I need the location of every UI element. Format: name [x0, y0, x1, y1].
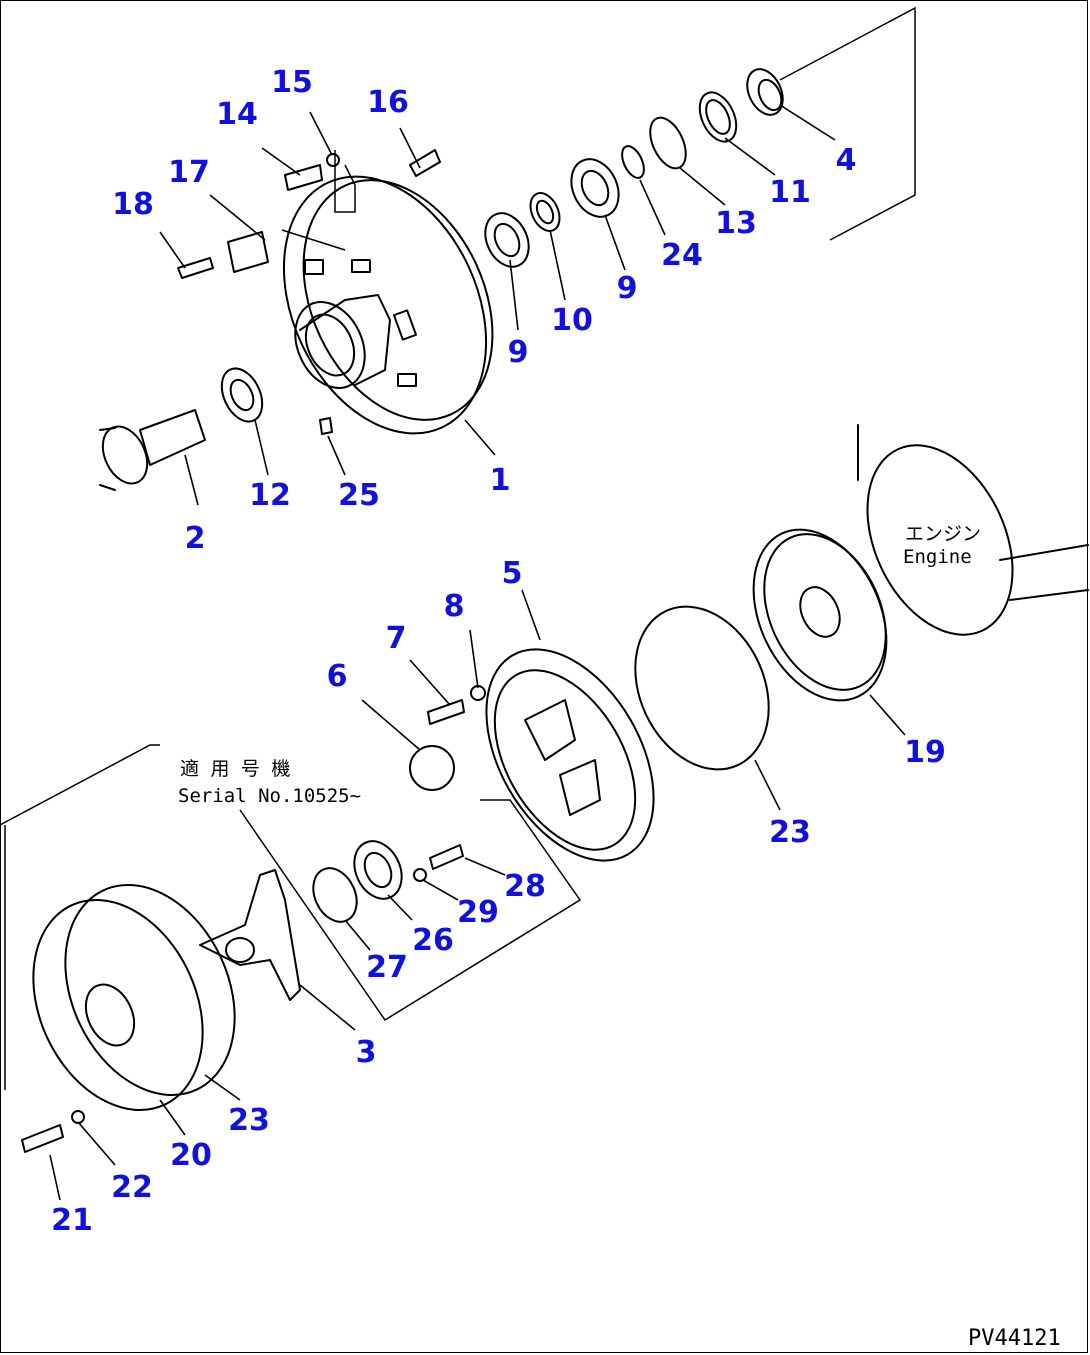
- callout-11: 11: [769, 175, 811, 210]
- serial-group-boundary: [0, 744, 582, 1090]
- callout-17: 17: [168, 155, 210, 190]
- callout-9a: 9: [508, 335, 529, 370]
- callout-7: 7: [386, 621, 407, 656]
- callout-2: 2: [185, 521, 206, 556]
- bearing-seal-parts: [484, 68, 784, 268]
- engine-label-jp: エンジン: [905, 523, 981, 545]
- serial-note-jp: 適 用 号 機: [180, 758, 290, 780]
- pump-housing-drawing: [282, 175, 494, 435]
- callout-14: 14: [216, 97, 258, 132]
- callout-9b: 9: [617, 271, 638, 306]
- callout-24: 24: [661, 238, 703, 273]
- callout-19: 19: [904, 735, 946, 770]
- upper-boundary-lines: [334, 6, 916, 241]
- callout-26: 26: [412, 923, 454, 958]
- callout-numbers: 1 2 3 4 5 6 7 8 9 9 10 11 12 13 14 15 16…: [51, 65, 946, 1238]
- drawing-code: PV44121: [968, 1326, 1061, 1351]
- callout-4: 4: [836, 143, 857, 178]
- callout-5: 5: [502, 556, 523, 591]
- callout-20: 20: [170, 1138, 212, 1173]
- callout-8: 8: [444, 589, 465, 624]
- leader-lines: [49, 104, 906, 1201]
- callout-23a: 23: [769, 815, 811, 850]
- callout-6: 6: [327, 659, 348, 694]
- flywheel-housing-drawing: [409, 648, 655, 862]
- engine-label: Engine: [903, 546, 972, 568]
- serial-note: Serial No.10525~: [178, 785, 361, 807]
- shaft-and-seal: [99, 149, 441, 491]
- callout-23b: 23: [228, 1103, 270, 1138]
- callout-21: 21: [51, 1203, 93, 1238]
- annotations: 適 用 号 機 Serial No.10525~ エンジン Engine PV4…: [178, 523, 1061, 1351]
- callout-29: 29: [457, 895, 499, 930]
- callout-13: 13: [715, 206, 757, 241]
- gasket-and-plate: [634, 424, 1089, 771]
- lower-flywheel-drawing: [21, 840, 464, 1153]
- callout-28: 28: [504, 869, 546, 904]
- callout-1: 1: [490, 463, 511, 498]
- callout-3: 3: [356, 1035, 377, 1070]
- callout-18: 18: [112, 187, 154, 222]
- callout-15: 15: [271, 65, 313, 100]
- callout-10: 10: [551, 303, 593, 338]
- callout-12: 12: [249, 478, 291, 513]
- callout-25: 25: [338, 478, 380, 513]
- callout-22: 22: [111, 1170, 153, 1205]
- callout-16: 16: [367, 85, 409, 120]
- callout-27: 27: [366, 950, 408, 985]
